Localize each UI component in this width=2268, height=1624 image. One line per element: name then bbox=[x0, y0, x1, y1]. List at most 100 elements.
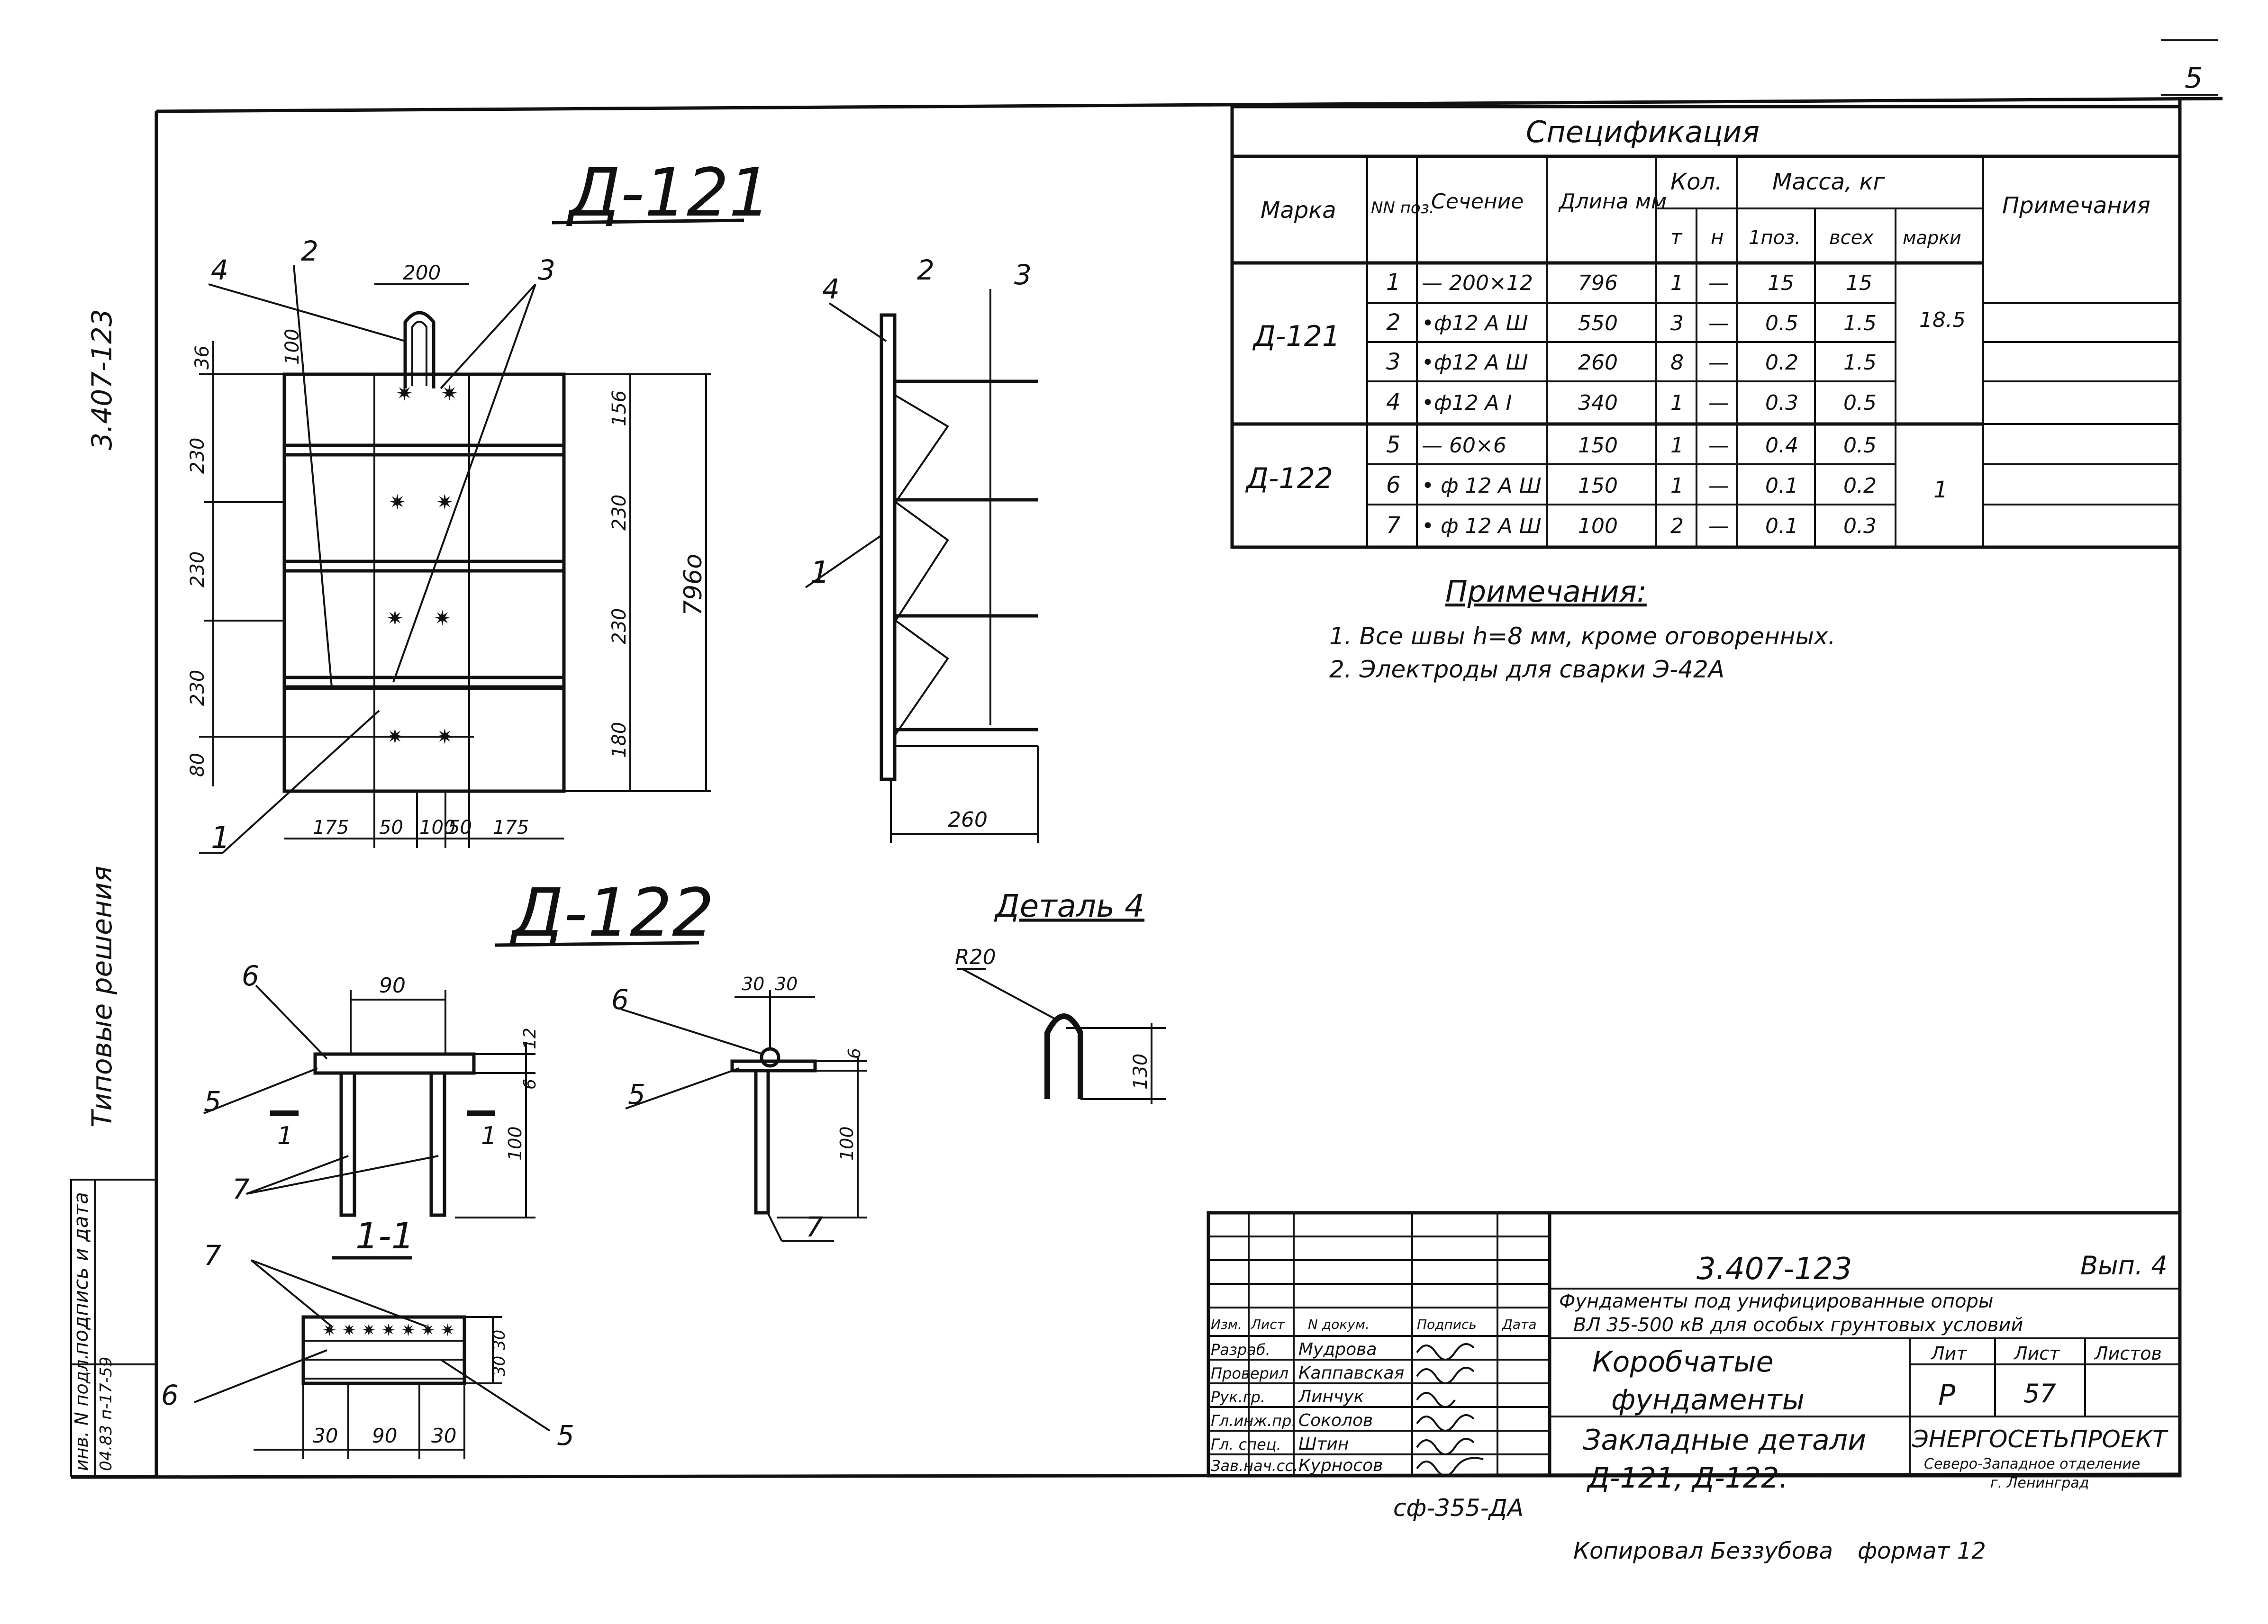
svg-text:0.2: 0.2 bbox=[1765, 351, 1798, 375]
detail-4: Деталь 4 R20 130 bbox=[955, 888, 1166, 1104]
svg-text:0.3: 0.3 bbox=[1843, 514, 1877, 538]
specification-table: Спецификация Марка NN поз. Сечение Длина… bbox=[1230, 105, 2182, 549]
svg-text:Д-121, Д-122.: Д-121, Д-122. bbox=[1586, 1462, 1788, 1495]
svg-text:2: 2 bbox=[1386, 309, 1401, 336]
svg-text:230: 230 bbox=[187, 670, 209, 706]
spec-row-6: 6 • ф 12 А Ш 150 1 — 0.1 0.2 bbox=[1386, 472, 1877, 498]
svg-text:90: 90 bbox=[372, 1424, 397, 1447]
svg-text:7: 7 bbox=[232, 1173, 250, 1205]
svg-text:0.3: 0.3 bbox=[1765, 391, 1798, 415]
svg-text:Листов: Листов bbox=[2094, 1343, 2162, 1364]
svg-text:30: 30 bbox=[490, 1356, 509, 1376]
svg-text:1: 1 bbox=[1670, 391, 1684, 415]
svg-text:• ф 12 А Ш: • ф 12 А Ш bbox=[1422, 514, 1542, 538]
svg-text:90: 90 bbox=[379, 974, 406, 998]
detail4-title: Деталь 4 bbox=[994, 888, 1144, 924]
d122-view-b: 6 5 7 30 30 6 100 bbox=[611, 974, 867, 1243]
svg-text:1: 1 bbox=[1670, 271, 1684, 295]
side-label: Типовые решения bbox=[86, 866, 118, 1128]
svg-text:6: 6 bbox=[161, 1379, 179, 1411]
svg-text:1. Все швы h=8 мм, кроме огово: 1. Все швы h=8 мм, кроме оговоренных. bbox=[1329, 623, 1835, 650]
svg-text:130: 130 bbox=[1130, 1054, 1152, 1090]
svg-text:Примечания: Примечания bbox=[2002, 192, 2150, 219]
svg-text:200: 200 bbox=[403, 261, 441, 284]
spec-row-3: 3 •ф12 А Ш 260 8 — 0.2 1.5 bbox=[1386, 349, 1877, 375]
svg-text:1: 1 bbox=[277, 1122, 293, 1150]
svg-text:марки: марки bbox=[1903, 227, 1961, 248]
svg-text:7: 7 bbox=[204, 1239, 221, 1272]
svg-text:•ф12 А Ш: •ф12 А Ш bbox=[1422, 311, 1528, 335]
svg-text:0.2: 0.2 bbox=[1843, 474, 1877, 498]
svg-text:✷ ✷ ✷ ✷ ✷ ✷ ✷: ✷ ✷ ✷ ✷ ✷ ✷ ✷ bbox=[322, 1321, 455, 1340]
side-code: 3.407-123 bbox=[86, 309, 118, 450]
svg-text:✷: ✷ bbox=[436, 490, 454, 514]
svg-text:Гл. спец.: Гл. спец. bbox=[1211, 1435, 1281, 1453]
svg-text:150: 150 bbox=[1578, 474, 1618, 498]
svg-text:3: 3 bbox=[1670, 311, 1684, 335]
svg-text:R20: R20 bbox=[955, 945, 996, 969]
svg-text:6: 6 bbox=[845, 1048, 864, 1059]
svg-text:230: 230 bbox=[187, 438, 209, 474]
svg-text:Сечение: Сечение bbox=[1431, 189, 1524, 214]
svg-text:—: — bbox=[1708, 514, 1729, 538]
svg-text:Каппавская: Каппавская bbox=[1298, 1363, 1404, 1383]
svg-text:1: 1 bbox=[1386, 269, 1401, 296]
svg-text:подпись и дата: подпись и дата bbox=[69, 1192, 92, 1355]
svg-text:Марка: Марка bbox=[1261, 197, 1336, 224]
svg-text:0.4: 0.4 bbox=[1765, 433, 1798, 458]
spec-row-5: 5 — 60×6 150 1 — 0.4 0.5 bbox=[1386, 432, 1877, 458]
svg-text:30: 30 bbox=[431, 1424, 456, 1447]
svg-text:5: 5 bbox=[557, 1419, 574, 1452]
svg-text:796: 796 bbox=[1578, 271, 1618, 295]
svg-text:1: 1 bbox=[481, 1122, 497, 1150]
svg-text:Штин: Штин bbox=[1298, 1435, 1349, 1454]
d121-side-view: 4 2 3 1 260 bbox=[805, 254, 1039, 843]
svg-text:15: 15 bbox=[1846, 271, 1872, 295]
svg-text:156: 156 bbox=[608, 390, 630, 426]
svg-text:Лист: Лист bbox=[1251, 1317, 1285, 1332]
page-number: 5 bbox=[2185, 62, 2203, 95]
title-block: Изм. Лист N докум. Подпись Дата Разраб. … bbox=[1207, 1211, 2182, 1495]
d122-view-a: Д-122 1 1 6 5 7 90 12 6 100 bbox=[203, 875, 714, 1218]
svg-text:Гл.инж.пр.: Гл.инж.пр. bbox=[1211, 1412, 1297, 1430]
svg-text:6: 6 bbox=[242, 960, 259, 992]
frame-top bbox=[156, 97, 2223, 113]
svg-text:фундаменты: фундаменты bbox=[1611, 1383, 1805, 1416]
svg-text:✷: ✷ bbox=[396, 381, 413, 406]
spec-row-1: 1 — 200×12 796 1 — 15 15 bbox=[1386, 269, 1872, 296]
svg-text:Закладные детали: Закладные детали bbox=[1583, 1424, 1866, 1457]
svg-text:50: 50 bbox=[379, 817, 403, 839]
bottom-stamp: сф-355-ДА bbox=[1393, 1494, 1524, 1522]
svg-text:Коробчатые: Коробчатые bbox=[1592, 1345, 1774, 1379]
svg-text:т: т bbox=[1670, 226, 1683, 249]
svg-text:1: 1 bbox=[211, 821, 230, 856]
spec-marka-d121: Д-121 bbox=[1252, 320, 1340, 353]
svg-text:57: 57 bbox=[2023, 1379, 2056, 1408]
svg-text:30: 30 bbox=[490, 1330, 509, 1350]
svg-text:ВЛ 35-500 кВ для особых грунто: ВЛ 35-500 кВ для особых грунтовых услови… bbox=[1573, 1314, 2023, 1336]
svg-text:1: 1 bbox=[1933, 477, 1948, 503]
svg-text:550: 550 bbox=[1578, 311, 1618, 335]
svg-text:— 200×12: — 200×12 bbox=[1422, 271, 1533, 295]
svg-text:6: 6 bbox=[520, 1079, 540, 1090]
svg-text:1: 1 bbox=[1670, 433, 1684, 458]
svg-text:Разраб.: Разраб. bbox=[1211, 1341, 1270, 1359]
svg-text:—: — bbox=[1708, 474, 1729, 498]
svg-text:Дата: Дата bbox=[1501, 1317, 1537, 1332]
svg-text:3: 3 bbox=[538, 254, 555, 286]
svg-text:н: н bbox=[1711, 226, 1724, 249]
svg-text:Масса, кг: Масса, кг bbox=[1772, 169, 1886, 195]
svg-text:2: 2 bbox=[301, 235, 318, 267]
notes: Примечания: 1. Все швы h=8 мм, кроме ого… bbox=[1329, 574, 1835, 683]
svg-text:1поз.: 1поз. bbox=[1749, 227, 1801, 249]
svg-text:100: 100 bbox=[281, 329, 303, 365]
svg-text:Соколов: Соколов bbox=[1298, 1411, 1373, 1430]
spec-row-2: 2 •ф12 А Ш 550 3 — 0.5 1.5 bbox=[1386, 309, 1877, 336]
section-title: 1-1 bbox=[355, 1215, 414, 1257]
svg-text:1: 1 bbox=[1670, 474, 1684, 498]
svg-text:4: 4 bbox=[1386, 389, 1401, 415]
svg-text:0.5: 0.5 bbox=[1765, 311, 1798, 335]
svg-text:8: 8 bbox=[1670, 351, 1684, 375]
svg-text:• ф 12 А Ш: • ф 12 А Ш bbox=[1422, 474, 1542, 498]
